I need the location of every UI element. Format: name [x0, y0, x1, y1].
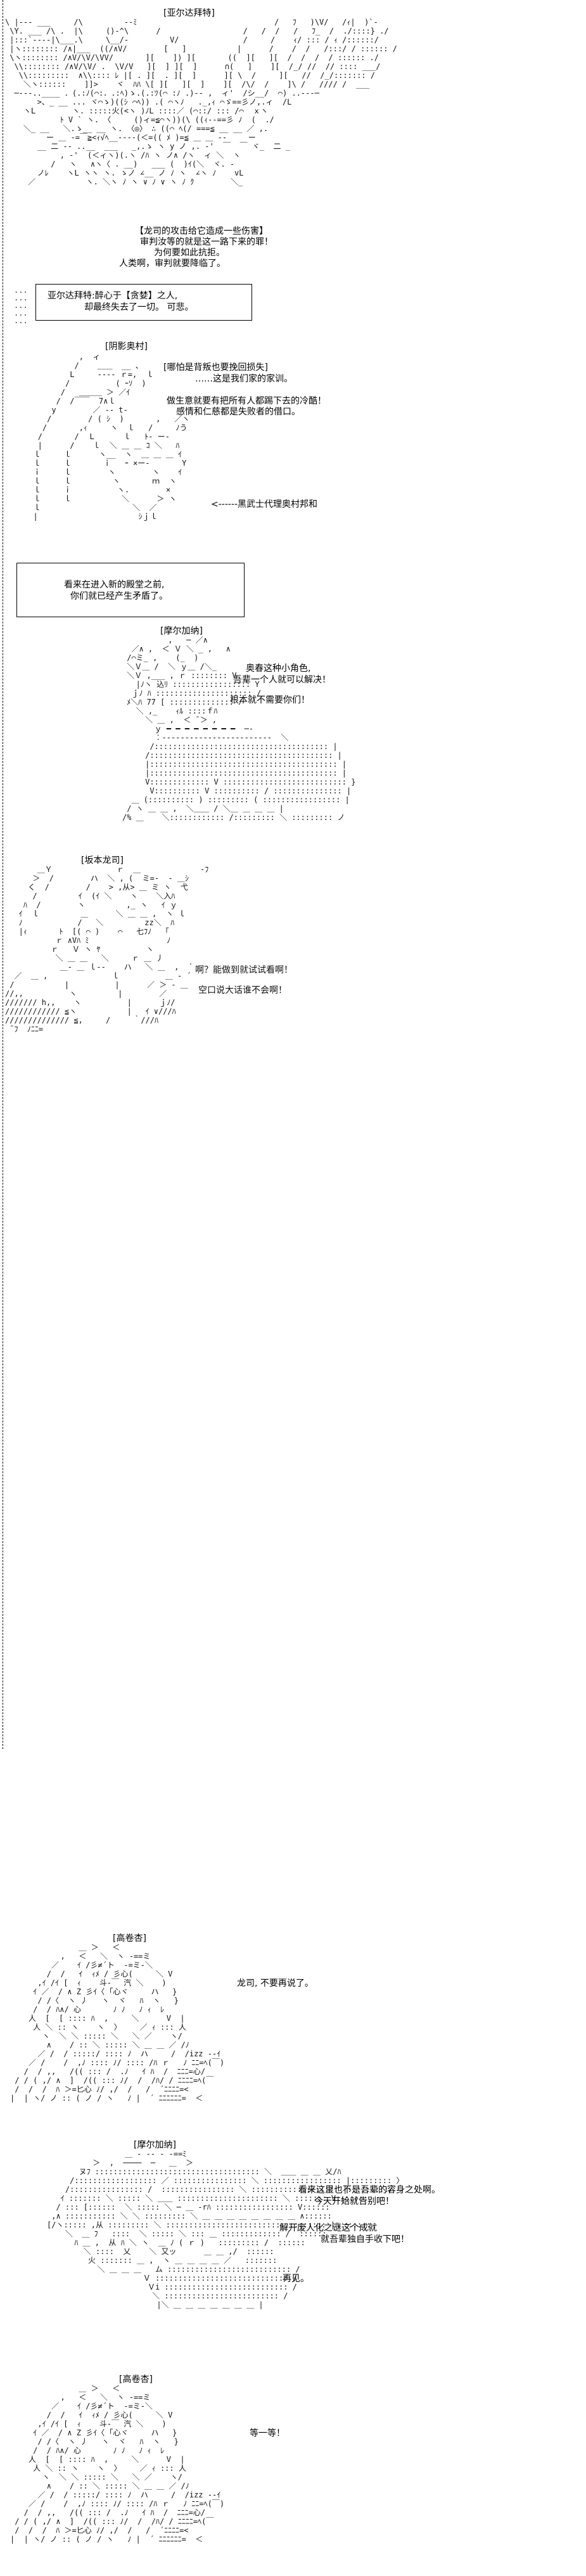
speaker-name: [高卷杏] [119, 2374, 153, 2385]
dialogue-line: 再见。 [283, 2274, 309, 2284]
ryuji-ascii-art: ＿Ｙ ｒ ＿ ‐ﾌ ＞ / ハ ＼ , ( ミ=- ‐ ＿ｼ く / / > ,… [5, 865, 293, 1034]
dialogue-line: 看来这里也不是吾辈的容身之处啊。 [298, 2185, 440, 2195]
panel-shadow-okumura: [阴影奥村] , ィ / ＿＿ __ 、 L -‐-- ｒ=, ｌ / ( ｰｿ… [5, 336, 582, 545]
panel-morgana-1: [摩尔加纳] , ─ ／∧ ／∧ , ＜ Ｖ ＼ _ , ∧ /⌒ミ_ , (_… [5, 624, 582, 827]
dotted-indent: ... ... ... ... ... [14, 286, 28, 325]
okumura-ascii-art: , ィ / ＿＿ __ 、 L -‐-- ｒ=, ｌ / ( ｰｿ ) / ＿＿… [33, 352, 190, 521]
dialogue-line: [哪怕是背叛也要挽回损失] [163, 362, 268, 373]
panel-ann-1: [高卷杏] ＿ ＞ ＜ , ＜ ＼ ヽ ‐==ミ ／ ｲ /彡≠´ト ‐=ミ‐＼… [10, 1920, 586, 2129]
panel-yaldabaoth: [亚尔达拜特] \ |‐-- ___ /\ ‐-ﾐ / ﾌ )\V/ /ｨ| )… [5, 0, 582, 279]
dialogue-line: 感情和仁慈都是失败者的借口。 [176, 407, 300, 417]
narration-line: 却最终失去了一切。 可悲。 [84, 302, 194, 312]
yaldabaoth-ascii-art: \ |‐-- ___ /\ ‐-ﾐ / ﾌ )\V/ /ｨ| )`‐ \Y. _… [5, 18, 397, 186]
dialogue-line: 审判汝等的就是这一路下来的罪！ [140, 237, 273, 247]
dialogue-line: 空口说大话谁不会啊！ [198, 985, 287, 996]
speaker-name: [摩尔加纳] [134, 2140, 176, 2150]
narration-box: 看来在进入新的殿堂之前, 你们就已经产生矛盾了。 [16, 563, 245, 617]
dialogue-line: 吾辈一个人就可以解决！ [233, 675, 331, 685]
ann-ascii-art: ＿ ＞ ＜ , ＜ ＼ ヽ ‐==ミ ／ ｲ /彡≠´ト ‐=ミ‐＼ / / ｲ… [10, 2384, 225, 2544]
dialogue-line: 奥春这种小角色, [246, 663, 311, 674]
narration-box: 亚尔达拜特:醉心于【贪婪】之人, 却最终失去了一切。 可悲。 [35, 284, 252, 321]
narration-line: 看来在进入新的殿堂之前, [64, 580, 165, 590]
morgana-ascii-art: , ─ ／∧ ／∧ , ＜ Ｖ ＼ _ , ∧ /⌒ミ_ , (_ ) ＼Ｖ＿ … [122, 636, 356, 822]
dialogue-line: <------黑武士代理奥村邦和 [211, 499, 318, 509]
dialogue-line: 龙司, 不要再说了。 [237, 1978, 314, 1989]
dialogue-line: ……这是我们家的家训。 [195, 374, 293, 384]
dialogue-line: 为何要如此抗拒。 [154, 248, 225, 258]
dialogue-line: 等一等！ [250, 2428, 285, 2438]
dialogue-line: 解开废人化之谜这个成就 [279, 2223, 377, 2233]
dialogue-line: 今天开始就告别吧！ [314, 2196, 394, 2207]
dialogue-line: 做生意就要有把所有人都踢下去的冷酷！ [167, 396, 326, 406]
panel-morgana-2: [摩尔加纳] ＿ ‐ ‐‐ ‐ ‐==ﾐ ＞ , ──── ─ ＿ ＞ ヌﾌ :… [10, 2129, 586, 2370]
narration-line: 亚尔达拜特:醉心于【贪婪】之人, [48, 291, 178, 301]
speaker-name: [高卷杏] [113, 1933, 146, 1944]
speaker-name: [坂本龙司] [81, 855, 124, 866]
panel-ryuji: [坂本龙司] ＿Ｙ ｒ ＿ ‐ﾌ ＞ / ハ ＼ , ( ミ=- ‐ ＿ｼ く … [5, 827, 582, 2544]
panel-narration-1: ... ... ... ... ... 亚尔达拜特:醉心于【贪婪】之人, 却最终… [5, 279, 582, 336]
dialogue-line: 人类啊，审判就要降临了。 [119, 259, 226, 269]
panel-narration-2: 看来在进入新的殿堂之前, 你们就已经产生矛盾了。 [5, 545, 582, 624]
dialogue-line: 根本就不需要你们！ [230, 695, 310, 705]
speaker-name: [阴影奥村] [105, 342, 148, 352]
dialogue-line: 【龙司的攻击给它造成一些伤害】 [135, 226, 268, 236]
narration-line: 你们就已经产生矛盾了。 [70, 591, 168, 601]
dialogue-line: 啊？能做到就试试看啊！ [195, 965, 293, 975]
ann-ascii-art: ＿ ＞ ＜ , ＜ ＼ ヽ ‐==ミ ／ ｲ /彡≠´ト ‐=ミ‐＼ / / ｲ… [10, 1943, 225, 2103]
speaker-name: [亚尔达拜特] [163, 8, 215, 18]
speaker-name: [摩尔加纳] [160, 626, 203, 636]
panel-ann-2: [高卷杏] ＿ ＞ ＜ , ＜ ＼ ヽ ‐==ミ ／ ｲ /彡≠´ト ‐=ミ‐＼… [10, 2370, 586, 2576]
dialogue-line: 就吾辈独自手收下吧！ [321, 2234, 409, 2245]
